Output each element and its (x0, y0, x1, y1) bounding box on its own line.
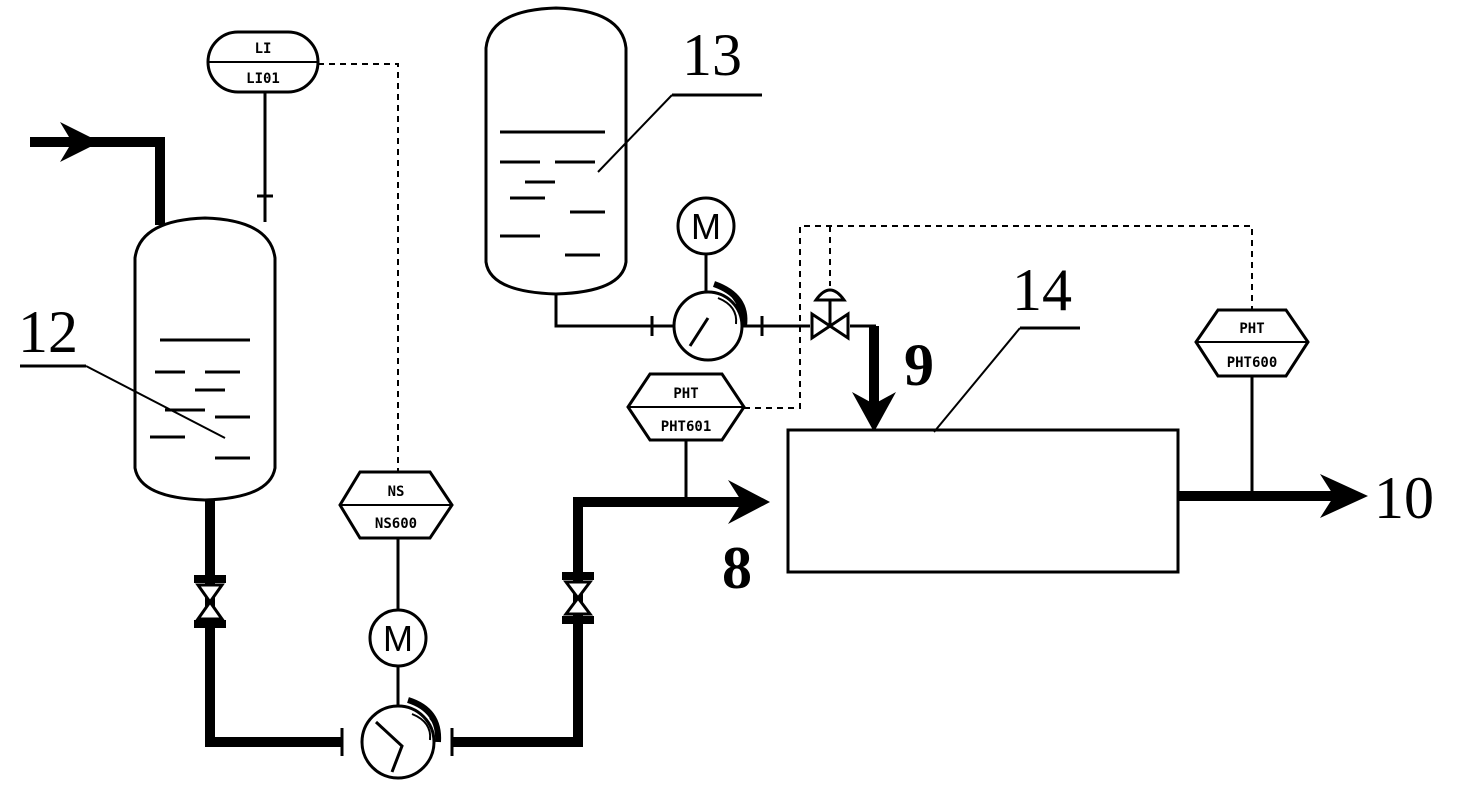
ph-inlet-tag-top: PHT (673, 386, 698, 402)
ph-inlet-signal-line (744, 225, 1253, 409)
label-9: 9 (904, 332, 934, 398)
control-valve (810, 288, 850, 341)
speed-transmitter: NS NS600 (338, 470, 454, 612)
ph-outlet-tag-bottom: PHT600 (1227, 355, 1278, 371)
label-14-text: 14 (1012, 257, 1072, 323)
ph-transmitter-inlet: PHT PHT601 (626, 372, 746, 500)
level-signal-line (318, 63, 399, 472)
lower-motor: M (368, 608, 428, 706)
upper-motor-label: M (691, 206, 721, 247)
additive-inlet-9 (852, 326, 896, 432)
reactor-14 (786, 428, 1180, 574)
tank-12-outlet-pipe (205, 497, 755, 756)
ph-outlet-tag-top: PHT (1239, 321, 1264, 337)
outlet-pipe-10 (1178, 474, 1368, 518)
level-tag-top: LI (255, 41, 272, 57)
ph-transmitter-outlet: PHT PHT600 (1194, 308, 1310, 494)
level-tag-bottom: LI01 (246, 71, 280, 87)
label-13: 13 (597, 22, 762, 173)
ph-inlet-tag-bottom: PHT601 (661, 419, 712, 435)
lower-motor-label: M (383, 618, 413, 659)
tank-12 (133, 216, 277, 502)
label-14: 14 (933, 257, 1080, 433)
lower-pump (360, 697, 442, 780)
level-indicator: LI LI01 (206, 30, 320, 222)
label-13-text: 13 (682, 22, 742, 88)
hand-valve-right (562, 572, 594, 624)
speed-tag-bottom: NS600 (375, 516, 417, 532)
speed-tag-top: NS (388, 484, 405, 500)
label-10: 10 (1374, 465, 1434, 531)
upper-pump (672, 281, 748, 362)
tank-13 (484, 6, 628, 296)
upper-motor: M (676, 196, 736, 292)
feed-inlet-pipe (30, 122, 165, 225)
hand-valve-left (194, 575, 226, 628)
inlet-arrow-8 (728, 480, 770, 524)
label-8: 8 (722, 535, 752, 601)
label-12-text: 12 (18, 299, 78, 365)
label-12: 12 (18, 299, 226, 439)
